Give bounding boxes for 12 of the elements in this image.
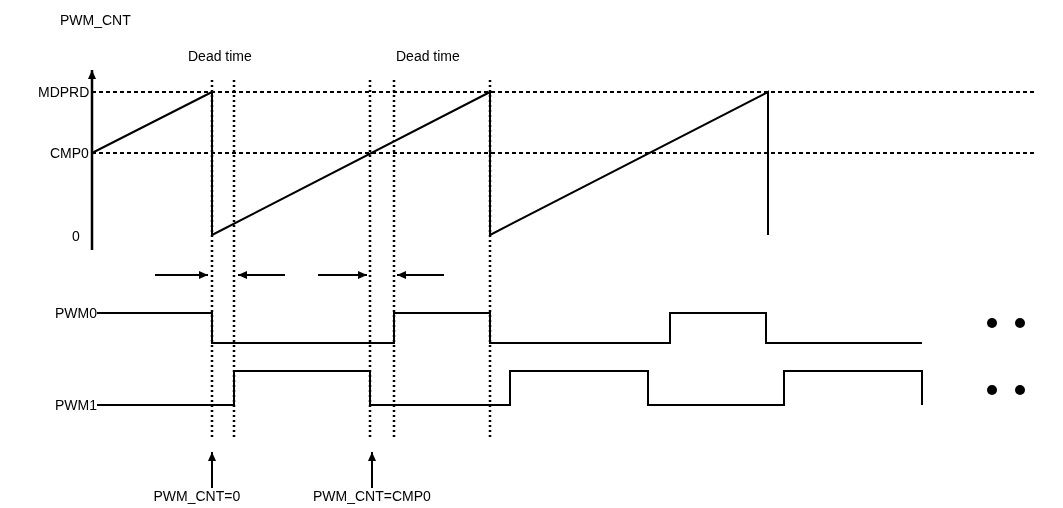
annotation-label: Dead time	[396, 48, 460, 64]
signal-label: PWM0	[55, 305, 97, 321]
signal-label: PWM1	[55, 397, 97, 413]
event-label: PWM_CNT=0	[153, 488, 241, 504]
event-label: PWM_CNT=CMP0	[313, 488, 431, 504]
arrow	[208, 451, 216, 489]
annotation-label: Dead time	[188, 48, 252, 64]
level-label: CMP0	[50, 145, 89, 161]
level-label: MDPRD	[38, 84, 90, 100]
axis-label: PWM_CNT	[60, 12, 131, 28]
arrow	[368, 451, 376, 489]
level-label: 0	[72, 228, 80, 244]
